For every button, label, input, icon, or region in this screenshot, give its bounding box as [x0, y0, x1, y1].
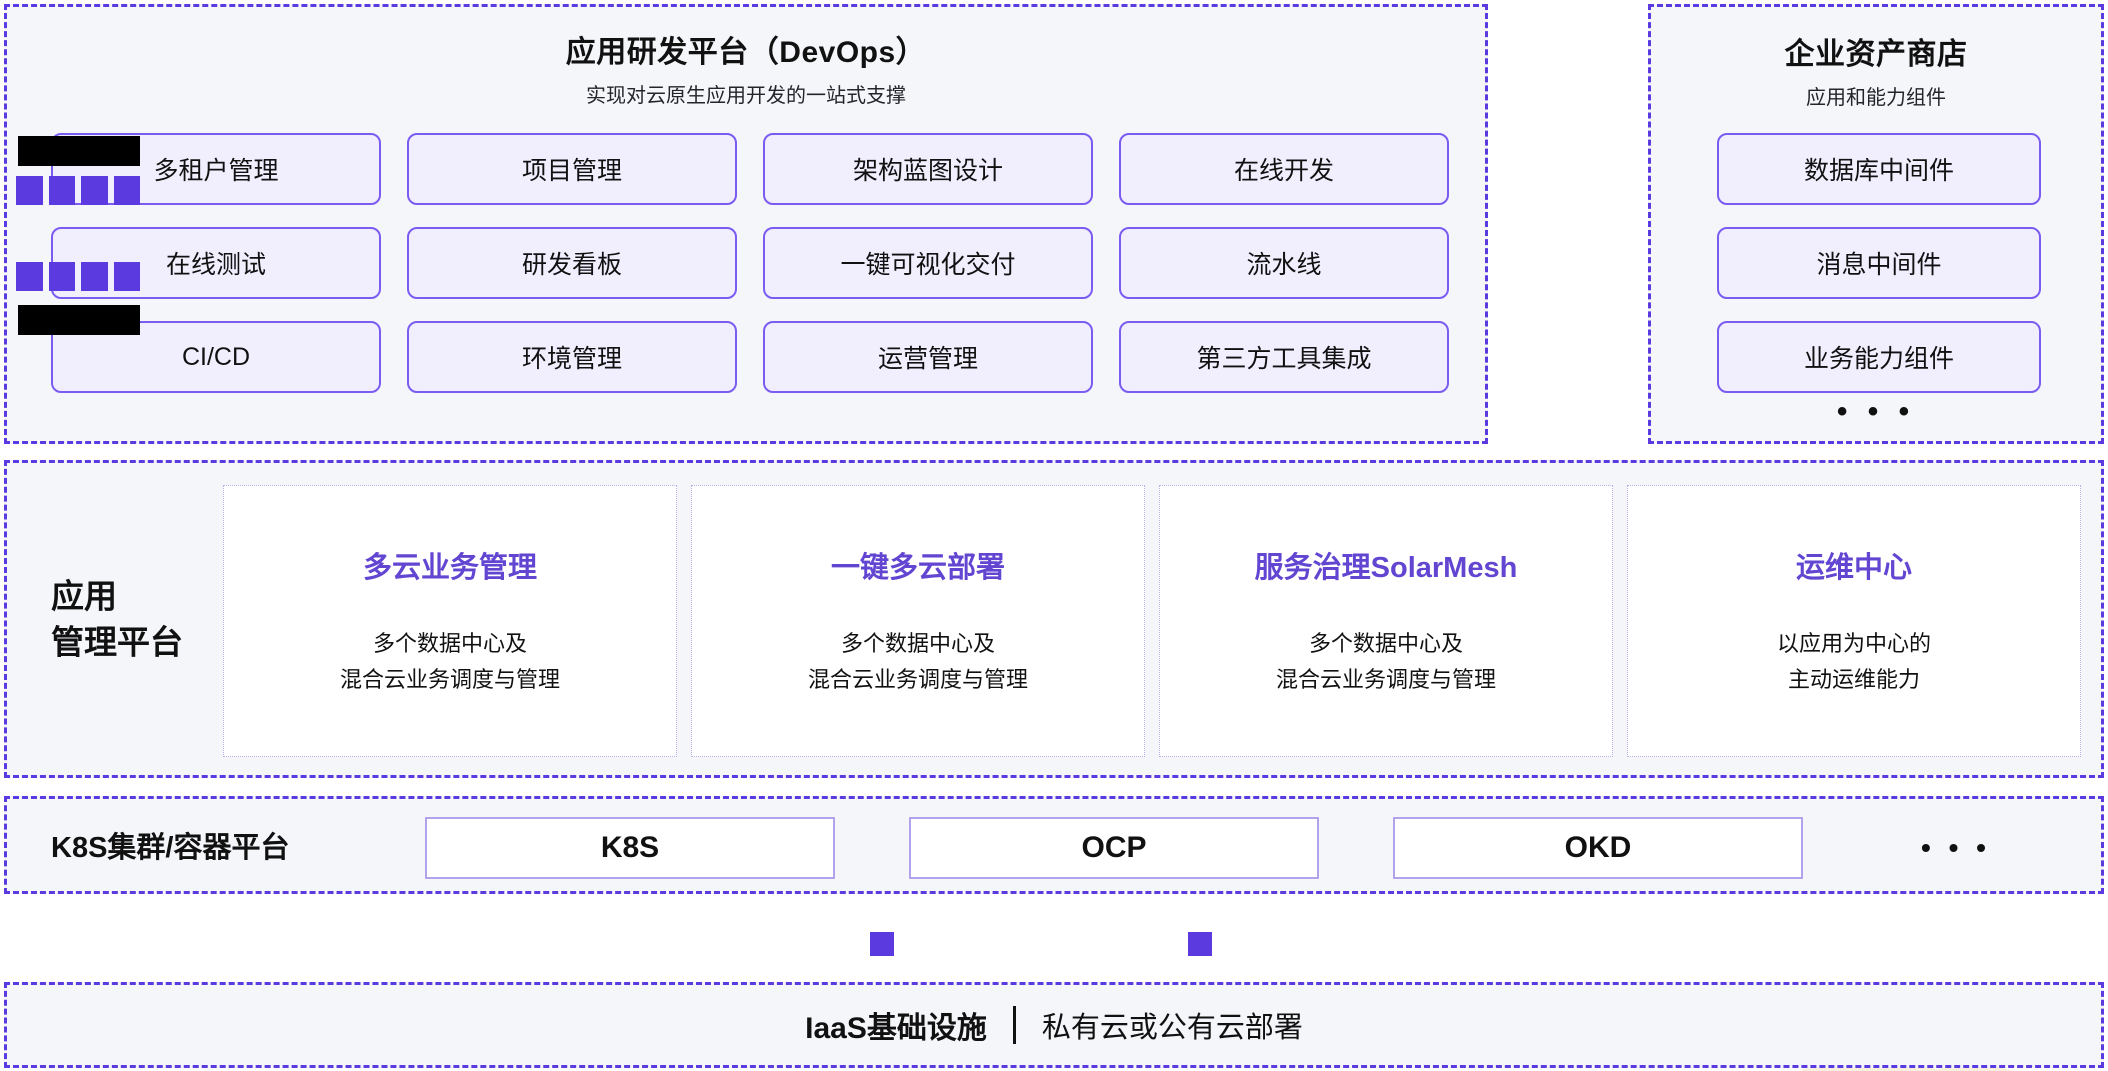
iaas-infrastructure-panel: IaaS基础设施 私有云或公有云部署: [4, 982, 2104, 1068]
application-management-platform-panel: 应用 管理平台 多云业务管理 多个数据中心及 混合云业务调度与管理 一键多云部署…: [4, 460, 2104, 778]
k8s-chip-ocp[interactable]: OCP: [909, 817, 1319, 879]
devops-chip-visual-delivery[interactable]: 一键可视化交付: [763, 227, 1093, 299]
connector-square-row-bottom: [16, 262, 140, 291]
connector-square: [48, 262, 75, 291]
devops-chip-operations-management[interactable]: 运营管理: [763, 321, 1093, 393]
asset-store-subtitle: 应用和能力组件: [1806, 87, 1946, 109]
management-platform-card-grid: 多云业务管理 多个数据中心及 混合云业务调度与管理 一键多云部署 多个数据中心及…: [223, 485, 2081, 757]
connector-square: [16, 262, 43, 291]
connector-square-row-top: [16, 176, 140, 205]
mgmt-card-desc-line1: 多个数据中心及: [1308, 631, 1463, 657]
mgmt-card-desc-line1: 多个数据中心及: [840, 631, 995, 657]
connector-square: [16, 176, 43, 205]
redacted-label-bottom: [18, 305, 140, 335]
asset-store-more-dots: • • •: [1836, 395, 1916, 428]
mgmt-card-operations-center[interactable]: 运维中心 以应用为中心的 主动运维能力: [1627, 485, 2081, 757]
connector-square-left: [870, 932, 894, 956]
mgmt-card-multicloud-business[interactable]: 多云业务管理 多个数据中心及 混合云业务调度与管理: [223, 485, 677, 757]
connector-square: [48, 176, 75, 205]
connector-square: [113, 176, 140, 205]
enterprise-asset-store-panel: 企业资产商店 应用和能力组件 数据库中间件 消息中间件 业务能力组件 • • •: [1648, 4, 2104, 444]
k8s-chip-okd[interactable]: OKD: [1393, 817, 1803, 879]
iaas-content-row: IaaS基础设施 私有云或公有云部署: [7, 985, 2101, 1065]
management-platform-label-line1: 应用: [51, 577, 117, 615]
mgmt-card-desc-line2: 混合云业务调度与管理: [1275, 667, 1496, 692]
management-platform-label: 应用 管理平台: [51, 573, 183, 664]
devops-chip-architecture-blueprint[interactable]: 架构蓝图设计: [763, 133, 1093, 205]
connector-square: [81, 176, 108, 205]
mgmt-card-desc-line2: 混合云业务调度与管理: [339, 667, 560, 692]
connector-square: [81, 262, 108, 291]
mgmt-card-title: 运维中心: [1795, 552, 1912, 585]
mgmt-card-desc-line1: 以应用为中心的: [1776, 631, 1931, 657]
k8s-item-row: K8S OCP OKD • • •: [425, 817, 1991, 879]
mgmt-card-desc-line2: 主动运维能力: [1787, 667, 1920, 692]
management-platform-label-line2: 管理平台: [51, 623, 183, 660]
asset-chip-database-middleware[interactable]: 数据库中间件: [1717, 133, 2041, 205]
devops-chip-project-management[interactable]: 项目管理: [407, 133, 737, 205]
redacted-label-top: [18, 136, 140, 166]
devops-chip-online-development[interactable]: 在线开发: [1119, 133, 1449, 205]
mgmt-card-desc-line1: 多个数据中心及: [372, 631, 527, 657]
asset-chip-message-middleware[interactable]: 消息中间件: [1717, 227, 2041, 299]
asset-store-title: 企业资产商店: [1784, 38, 1968, 71]
devops-panel-title: 应用研发平台（DevOps）: [565, 36, 927, 69]
iaas-subtitle: 私有云或公有云部署: [1041, 1012, 1303, 1044]
asset-chip-business-capability[interactable]: 业务能力组件: [1717, 321, 2041, 393]
devops-chip-environment-management[interactable]: 环境管理: [407, 321, 737, 393]
k8s-cluster-panel: K8S集群/容器平台 K8S OCP OKD • • •: [4, 796, 2104, 894]
devops-chip-pipeline[interactable]: 流水线: [1119, 227, 1449, 299]
mgmt-card-service-governance-solarmesh[interactable]: 服务治理SolarMesh 多个数据中心及 混合云业务调度与管理: [1159, 485, 1613, 757]
devops-panel-subtitle: 实现对云原生应用开发的一站式支撑: [586, 85, 906, 107]
k8s-panel-label: K8S集群/容器平台: [51, 832, 290, 864]
devops-capability-grid: 多租户管理 项目管理 架构蓝图设计 在线开发 在线测试 研发看板 一键可视化交付…: [51, 133, 1449, 393]
connector-square: [113, 262, 140, 291]
mgmt-card-desc-line2: 混合云业务调度与管理: [807, 667, 1028, 692]
mgmt-card-onekey-multicloud-deploy[interactable]: 一键多云部署 多个数据中心及 混合云业务调度与管理: [691, 485, 1145, 757]
devops-platform-panel: 应用研发平台（DevOps） 实现对云原生应用开发的一站式支撑 多租户管理 项目…: [4, 4, 1488, 444]
k8s-chip-k8s[interactable]: K8S: [425, 817, 835, 879]
mgmt-card-title: 多云业务管理: [362, 552, 537, 585]
mgmt-card-title: 服务治理SolarMesh: [1254, 552, 1518, 585]
iaas-divider: [1012, 1006, 1016, 1044]
k8s-more-dots: • • •: [1921, 832, 1991, 863]
asset-store-item-list: 数据库中间件 消息中间件 业务能力组件: [1717, 133, 2041, 393]
connector-square-right: [1188, 932, 1212, 956]
devops-chip-third-party-integration[interactable]: 第三方工具集成: [1119, 321, 1449, 393]
devops-chip-dev-kanban[interactable]: 研发看板: [407, 227, 737, 299]
mgmt-card-title: 一键多云部署: [830, 552, 1005, 585]
iaas-title: IaaS基础设施: [805, 1012, 987, 1045]
